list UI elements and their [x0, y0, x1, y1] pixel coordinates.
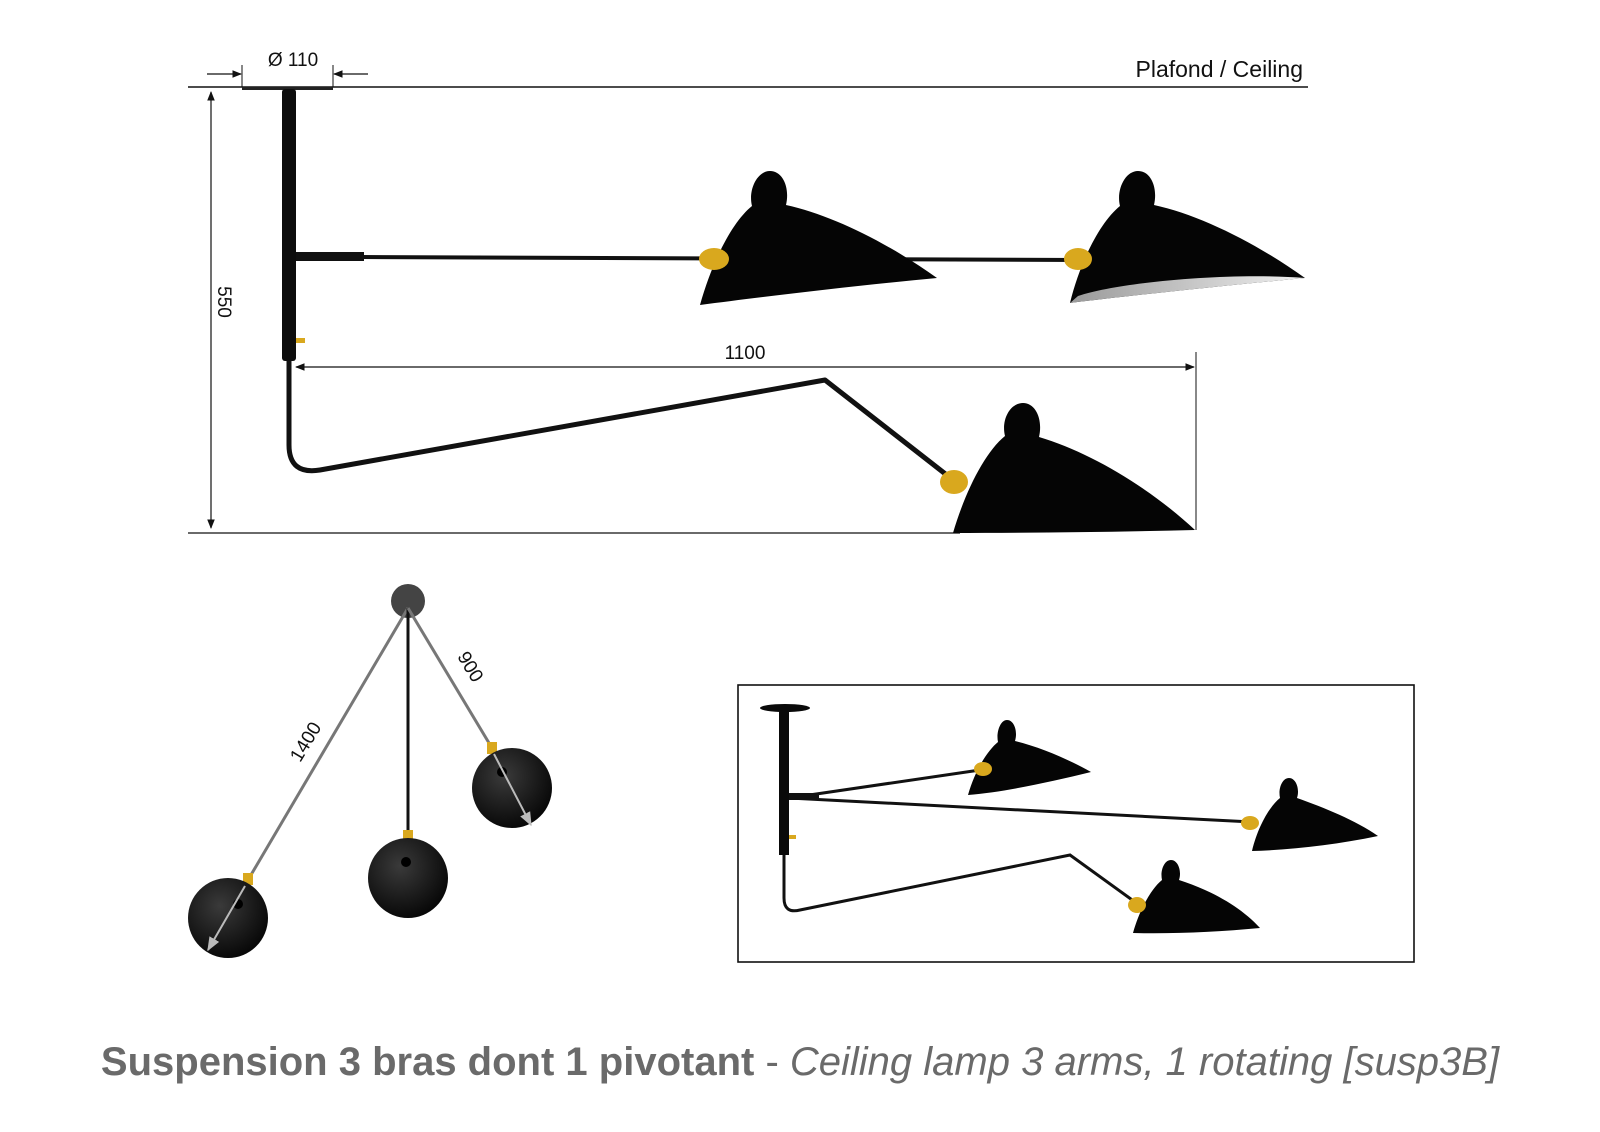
arc-arrow-short: [493, 753, 532, 827]
mini-shade-middle: [1241, 778, 1378, 851]
shade-top-long: [188, 878, 268, 958]
perspective-frame: [737, 684, 1415, 963]
mini-ceiling-plate: [760, 704, 810, 712]
lamp-shade-b: [1064, 171, 1305, 303]
arm-sleeve: [296, 252, 364, 261]
lamp-shade-a: [699, 171, 937, 305]
lamp-shade-c: [940, 403, 1195, 533]
caption-english: Ceiling lamp 3 arms, 1 rotating [susp3B]: [789, 1040, 1500, 1084]
brass-joint-icon: [487, 742, 497, 754]
ceiling-label: Plafond / Ceiling: [1136, 56, 1304, 82]
caption-separator: -: [754, 1040, 790, 1084]
brass-joint-icon: [243, 873, 253, 885]
brass-joint-icon: [940, 470, 968, 494]
mini-arm-upper: [788, 768, 981, 800]
ceiling-rose: [391, 584, 425, 618]
lower-arm: [286, 361, 950, 478]
mini-shade-upper: [968, 720, 1091, 795]
stem-pin: [296, 338, 305, 343]
mini-arm-lower: [782, 853, 1136, 913]
mini-stem: [779, 710, 789, 855]
span-label: 1100: [725, 343, 766, 364]
arm-long: [246, 607, 410, 881]
arm-short: [406, 607, 494, 749]
mini-arm-middle: [788, 796, 1253, 824]
short-arm-label: 900: [453, 648, 487, 686]
brass-joint-icon: [699, 248, 729, 270]
mini-shade-lower: [1128, 860, 1260, 934]
caption: Suspension 3 bras dont 1 pivotant - Ceil…: [0, 1040, 1600, 1085]
perspective-view: [737, 684, 1415, 963]
brass-joint-icon: [1064, 248, 1092, 270]
shade-top-center: [368, 838, 448, 918]
caption-french: Suspension 3 bras dont 1 pivotant: [100, 1040, 755, 1084]
arc-arrow-long: [207, 885, 246, 952]
side-elevation: Plafond / Ceiling Ø 110 550: [188, 50, 1308, 534]
brass-joint-icon: [403, 830, 413, 842]
ceiling-plate: [242, 87, 333, 90]
diameter-label: Ø 110: [268, 50, 318, 71]
height-label: 550: [213, 286, 234, 318]
plan-view: 1400 900: [188, 584, 552, 958]
vertical-stem: [282, 89, 296, 361]
